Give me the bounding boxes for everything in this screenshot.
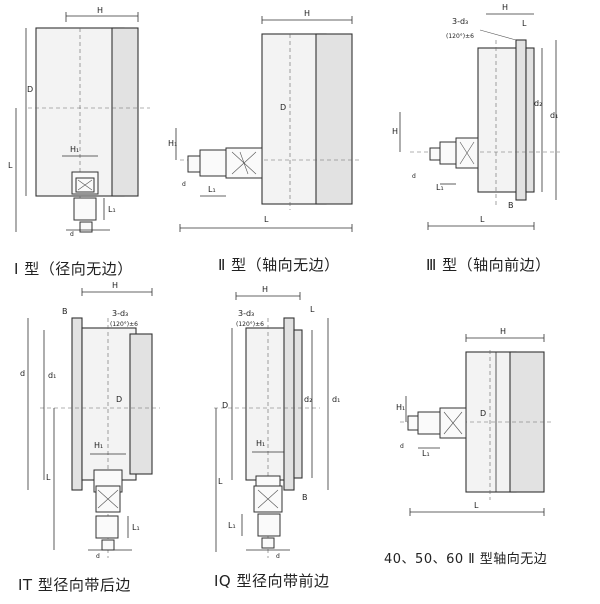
type-iq-front-flange [283,317,295,491]
caption-type-3: Ⅲ 型（轴向前边） [426,256,551,274]
type-1-dim-d: d [70,231,74,238]
type-iq-dim-d: D [222,401,228,410]
type-1-dim-l: L [8,161,13,170]
type-1-dim-h1: H₁ [70,145,79,154]
type-3-dim-h: H [502,3,508,12]
type-iq-dim-l1: L₁ [228,521,236,530]
type-2-bezel [315,33,353,205]
type-2-dim-h: H [304,9,310,18]
type-1-dim-l1: L₁ [108,205,116,214]
type-it-angle: (120°)±6 [110,321,138,328]
type-3-dim-d1: d₁ [550,111,558,120]
type-3-flange [515,39,527,201]
type-3-dim-d: d [412,173,416,180]
type-2-dim-l1: L₁ [208,185,216,194]
diagram-type-2-small: H D L H₁ L₁ d [396,327,552,516]
type-1-dim-h: H [97,6,103,15]
type-it-case [81,327,137,481]
type-2-dim-l: L [264,215,269,224]
type-iq-dim-t: L [310,305,315,314]
caption-type-1: Ⅰ 型（径向无边） [14,260,133,278]
type-it-dim-d: D [116,395,122,404]
type-3-dim-l-total: L [480,215,485,224]
type-it-dim-d: d [96,553,100,560]
caption-type-2: Ⅱ 型（轴向无边） [218,256,340,274]
type-iq-dim-h: H [262,285,268,294]
type-1-dim-d: D [27,85,33,94]
type-iq-holes: 3-d₃ [238,309,254,318]
type-2-small-dim-d: D [480,409,486,418]
type-it-dim-h: H [112,281,118,290]
type-iq-dim-d1: d₁ [332,395,340,404]
type-it-dim-l: L [46,473,51,482]
type-iq-dim-d: d [276,553,280,560]
type-it-dim-d1: d [20,369,25,378]
type-2-dim-h1: H₁ [168,139,177,148]
type-1-bezel [111,27,139,197]
type-it-dim-l1: L₁ [132,523,140,532]
caption-type-2-small: 40、50、60 Ⅱ 型轴向无边 [384,552,548,567]
type-it-bezel [129,333,153,475]
type-2-small-dim-d: d [400,443,404,450]
diagram-type-it: H B 3-d₃ (120°)±6 d d₁ D L H₁ L₁ d [20,281,160,560]
type-3-dim-b: B [508,201,514,210]
type-3-holes: 3-d₃ [452,17,468,26]
type-iq-dim-h1: H₁ [256,439,265,448]
type-it-rear-flange [71,317,83,491]
type-2-case [261,33,327,205]
type-2-small-dim-l1: L₁ [422,449,430,458]
type-2-small-dim-l: L [474,501,479,510]
type-3-case [477,47,523,193]
type-3-angle: (120°)±6 [446,33,474,40]
type-iq-angle: (120°)±6 [236,321,264,328]
type-3-dim-d2: d₂ [534,99,542,108]
type-2-small-dim-h1: H₁ [396,403,405,412]
type-2-dim-d: D [280,103,286,112]
diagram-type-2: H D L H₁ L₁ d [168,9,360,232]
type-iq-dim-b: B [302,493,308,502]
type-2-small-dim-h: H [500,327,506,336]
diagram-type-1: H D L H₁ L₁ d [8,6,150,238]
type-iq-dim-d2: d₂ [304,395,312,404]
type-it-dim-h1: H₁ [94,441,103,450]
type-iq-dim-l: L [218,477,223,486]
type-2-dim-d: d [182,181,186,188]
caption-type-iq: IQ 型径向带前边 [214,572,330,590]
type-it-holes: 3-d₃ [112,309,128,318]
type-3-dim-l: L [522,19,527,28]
type-it-dim-d2: d₁ [48,371,56,380]
type-it-dim-b: B [62,307,68,316]
type-3-dim-l1: L₁ [436,183,444,192]
type-3-dim-h1: H [392,127,398,136]
diagram-type-iq: H 3-d₃ (120°)±6 L d₂ d₁ D L H₁ B L₁ d [214,285,340,560]
diagram-type-3: H 3-d₃ (120°)±6 L d₂ d₁ H L L₁ d B [392,3,560,230]
caption-type-it: IT 型径向带后边 [18,576,131,594]
